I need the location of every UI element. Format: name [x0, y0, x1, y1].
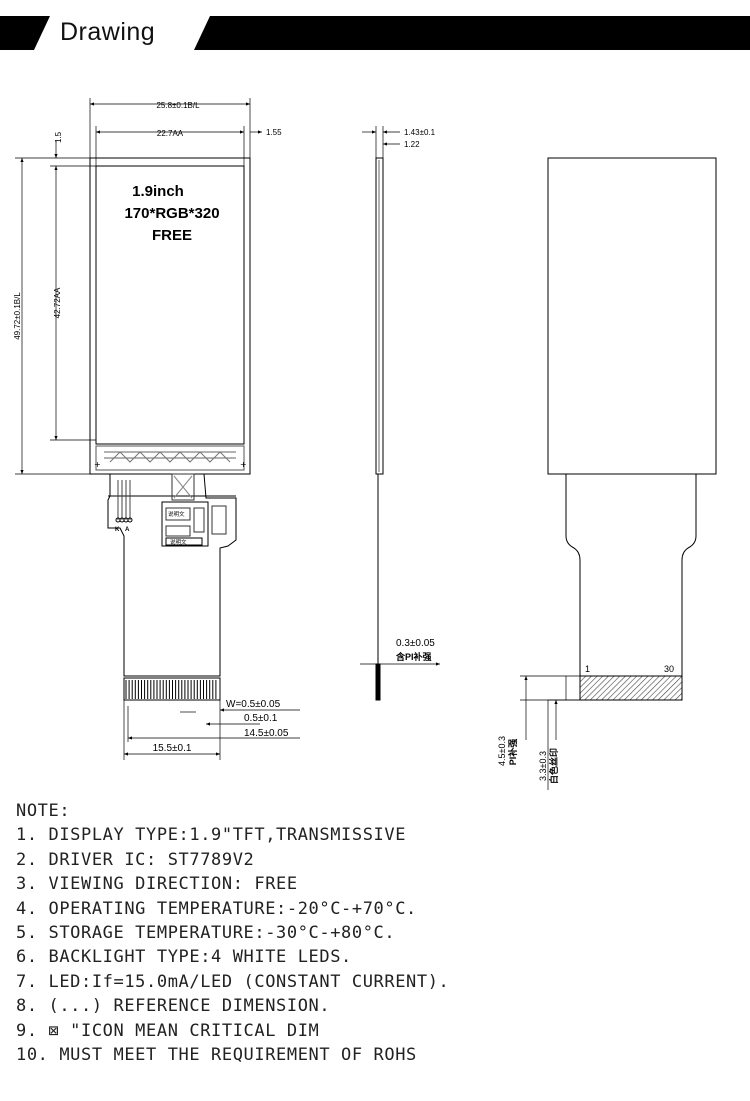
fpc-component-block	[161, 501, 209, 547]
rear-silk-area	[579, 675, 683, 701]
lcd-outline	[89, 157, 251, 475]
note-item: 4. OPERATING TEMPERATURE:-20°C-+70°C.	[16, 898, 417, 919]
notes-section: NOTE: 1. DISPLAY TYPE:1.9"TFT,TRANSMISSI…	[16, 799, 449, 1067]
screen-label-resolution: 170*RGB*320	[124, 205, 219, 222]
note-item: 5. STORAGE TEMPERATURE:-30°C-+80°C.	[16, 922, 396, 943]
dim-fpc-pitch: W=0.5±0.05	[226, 699, 281, 710]
fpc-tab-label-2: 说明文	[170, 538, 187, 546]
dim-silk-length: 3.3±0.3	[538, 751, 548, 781]
stiffener-note: 含PI补强	[395, 651, 432, 662]
screen-label-view: FREE	[152, 227, 192, 244]
dim-outline-height: 49.72±0.1B/L	[13, 292, 22, 340]
pin-first-label: 1	[585, 664, 590, 674]
lcd-bottom-ledge	[95, 445, 245, 471]
dim-thickness-total: 1.43±0.1	[404, 128, 436, 137]
dim-fpc-total-width: 15.5±0.1	[153, 743, 192, 754]
pin-last-label: 30	[664, 664, 674, 674]
note-item: 3. VIEWING DIRECTION: FREE	[16, 874, 298, 895]
dim-outline-width: 25.8±0.1B/L	[156, 101, 200, 110]
notes-heading: NOTE:	[16, 801, 71, 821]
dim-top-margin: 1.5	[54, 131, 63, 143]
note-item: 10. MUST MEET THE REQUIREMENT OF ROHS	[16, 1044, 417, 1065]
page-title: Drawing	[60, 18, 156, 46]
fpc-contact-fingers	[123, 677, 221, 701]
side-stiffener	[375, 663, 381, 701]
corner-mark-left: +	[94, 460, 101, 469]
corner-mark-right: +	[240, 460, 247, 469]
dim-fpc-gap: 0.5±0.1	[244, 713, 278, 724]
dim-right-margin: 1.55	[266, 128, 282, 137]
technical-drawing: + +	[13, 98, 717, 790]
led-pin-k: K	[115, 527, 120, 533]
front-view: + +	[15, 98, 300, 760]
dim-active-height: 42.72AA	[53, 287, 62, 318]
fpc-small-tab	[171, 473, 195, 501]
note-item: 2. DRIVER IC: ST7789V2	[16, 849, 255, 870]
fpc-tab-label-1: 说明文	[168, 510, 185, 518]
pi-stiffener-label: PI补强	[507, 739, 518, 766]
note-item: 1. DISPLAY TYPE:1.9"TFT,TRANSMISSIVE	[16, 825, 407, 846]
header-tab	[34, 16, 210, 50]
led-pin-a: A	[125, 527, 130, 533]
note-item: 6. BACKLIGHT TYPE:4 WHITE LEDS.	[16, 947, 352, 968]
side-view	[360, 126, 440, 701]
note-item: 8. (...) REFERENCE DIMENSION.	[16, 996, 331, 1017]
dim-pi-stiffener-length: 4.5±0.3	[497, 736, 507, 766]
fpc-outline	[107, 473, 237, 677]
note-item: 7. LED:If=15.0mA/LED (CONSTANT CURRENT).	[16, 971, 450, 992]
rear-panel	[547, 157, 717, 475]
screen-label-size: 1.9inch	[132, 183, 184, 200]
side-panel	[375, 157, 384, 475]
note-item: 9. ⊠ "ICON MEAN CRITICAL DIM	[16, 1020, 320, 1041]
dim-fpc-contact-width: 14.5±0.05	[244, 728, 289, 739]
lcd-active-area	[95, 165, 245, 445]
dim-active-width: 22.7AA	[157, 129, 184, 138]
dim-stiffener-thickness: 0.3±0.05	[396, 638, 435, 649]
silk-label: 白色丝印	[548, 748, 559, 784]
rear-view	[520, 157, 717, 790]
dim-thickness-panel: 1.22	[404, 140, 420, 149]
